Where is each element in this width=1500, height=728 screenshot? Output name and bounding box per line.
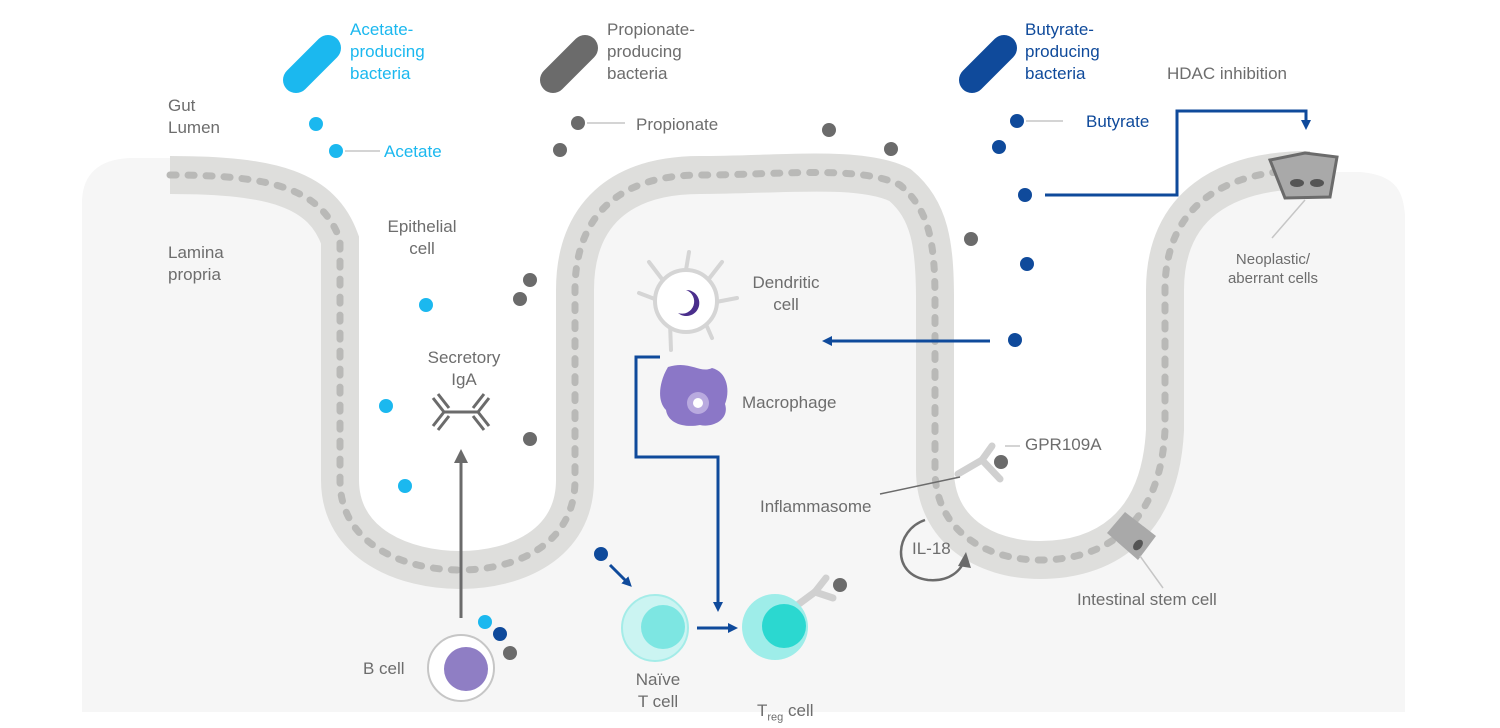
acetate-label: Acetate <box>384 142 442 161</box>
acetate-bacteria-label: Acetate- producing bacteria <box>350 20 425 83</box>
propionate-label: Propionate <box>636 115 719 134</box>
propionate-bacterium-icon <box>540 35 598 93</box>
epithelial-cell-label: Epithelial cell <box>387 217 457 258</box>
secretory-iga-label: Secretory IgA <box>427 348 501 389</box>
neoplastic-cells-label: Neoplastic/ aberrant cells <box>1227 251 1319 287</box>
macrophage-label: Macrophage <box>742 393 837 412</box>
inflammasome-label: Inflammasome <box>760 497 872 516</box>
intestinal-stem-cell-icon <box>1107 512 1156 560</box>
gut-lumen-label: Gut Lumen <box>168 96 220 137</box>
hdac-inhibition-arrow <box>1045 109 1311 197</box>
acetate-molecules <box>309 117 492 629</box>
dendritic-nucleus <box>678 289 700 316</box>
il18-cycle-arrow <box>899 518 967 582</box>
butyrate-bacterium-icon <box>959 35 1017 93</box>
gpr109a-receptor-icon <box>954 442 1004 483</box>
acetate-bacterium-icon <box>283 35 341 93</box>
hdac-inhibition-label: HDAC inhibition <box>1167 64 1287 83</box>
lamina-propria-label: Lamina propria <box>168 243 224 284</box>
treg-suffix: cell <box>783 701 814 720</box>
butyrate-molecules <box>493 114 1034 641</box>
treg-t: T <box>757 701 768 720</box>
butyrate-bacteria-label: Butyrate- producing bacteria <box>1025 20 1100 83</box>
epithelium-nuclei <box>166 166 1314 574</box>
dendritic-cell-label: Dendritic cell <box>752 273 820 314</box>
treg-cell-label: Treg cell <box>757 678 814 728</box>
intestinal-stem-cell-label: Intestinal stem cell <box>1077 590 1217 609</box>
gpr109a-label: GPR109A <box>1025 435 1102 454</box>
propionate-bacteria-label: Propionate- producing bacteria <box>607 20 695 83</box>
butyrate-to-naive-arrow <box>608 563 632 587</box>
il18-label: IL-18 <box>912 539 951 558</box>
treg-subscript: reg <box>767 711 784 724</box>
butyrate-label: Butyrate <box>1086 112 1150 131</box>
stem-cell-leader <box>1139 555 1164 589</box>
propionate-molecules <box>503 116 1008 660</box>
secretory-iga-icon <box>431 393 491 431</box>
dendritic-cell-icon <box>637 250 739 352</box>
b-cell-label: B cell <box>363 659 405 678</box>
dendritic-to-treg-arrow <box>634 355 723 612</box>
inflammasome-leader <box>879 476 961 495</box>
naive-t-cell-label: Naïve T cell <box>635 670 681 711</box>
neoplastic-leader <box>1271 199 1306 239</box>
neoplastic-cell-icon <box>1267 151 1339 200</box>
